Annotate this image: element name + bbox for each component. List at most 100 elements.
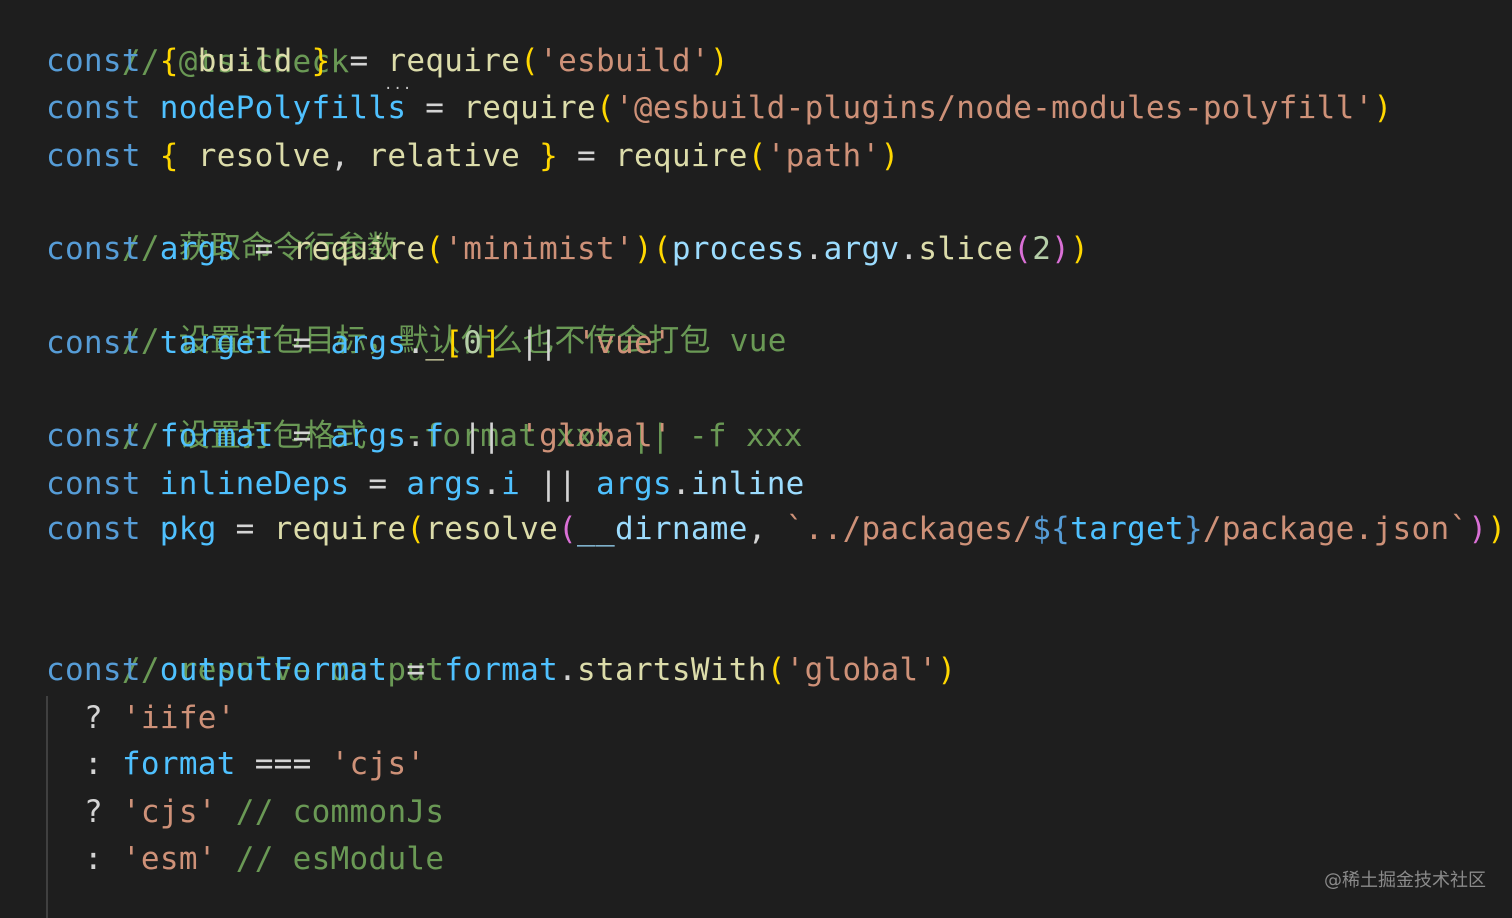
code-line[interactable]: const { build } = require('esbuild') [46,38,729,84]
code-line[interactable]: const nodePolyfills = require('@esbuild-… [46,85,1392,131]
dot: . [406,325,426,361]
paren: ( [406,511,426,547]
number: 0 [463,325,483,361]
identifier: format [121,746,236,782]
dot: . [406,418,426,454]
paren: ) [1051,231,1071,267]
code-line[interactable]: // resolve output [46,601,444,688]
code-line[interactable]: const outputFormat = format.startsWith('… [46,647,956,693]
code-line[interactable]: : 'esm' // esModule [84,836,444,882]
comment: // 获取命令行参数 [121,230,398,266]
identifier: build [197,43,293,79]
code-line[interactable]: const args = require('minimist')(process… [46,226,1089,272]
paren: ) [880,138,900,174]
identifier: f [425,418,445,454]
code-line[interactable]: const format = args.f || 'global' [46,413,672,459]
identifier: _ [425,325,445,361]
code-line[interactable]: const pkg = require(resolve(__dirname, `… [46,506,1506,552]
watermark: @稀土掘金技术社区 [1324,870,1486,891]
identifier: inline [690,466,805,502]
dot: . [804,231,824,267]
string: 'global' [785,652,938,688]
string: 'cjs' [121,794,217,830]
identifier: args [406,466,483,502]
string: 'cjs' [330,746,426,782]
code-line[interactable]: ? 'iife' [84,695,236,741]
comma: , [747,511,767,547]
string: 'path' [766,138,881,174]
keyword: const [46,466,141,502]
operator: || [539,466,578,502]
string: 'esm' [121,841,217,877]
keyword: const [46,325,141,361]
identifier: format [159,418,274,454]
code-line[interactable]: ? 'cjs' // commonJs [84,789,444,835]
keyword: const [46,138,141,174]
paren: ) [937,652,957,688]
paren: ( [558,511,578,547]
number: 2 [1032,231,1052,267]
paren: ( [1013,231,1033,267]
keyword: const [46,43,141,79]
identifier: nodePolyfills [159,90,407,126]
paren: ) [1070,231,1090,267]
operator: = [292,418,312,454]
operator: = [235,511,255,547]
identifier: pkg [159,511,217,547]
identifier: resolve [197,138,331,174]
operator: = [425,90,445,126]
identifier: i [501,466,521,502]
function-call: resolve [425,511,559,547]
code-line[interactable]: // 设置打包目标，默认什么也不传会打包 vue [46,272,787,359]
comment: // resolve output [121,652,445,688]
identifier: inlineDeps [159,466,350,502]
function-call: require [292,231,426,267]
function-call: startsWith [577,652,767,688]
paren: )( [633,231,672,267]
paren: ( [520,43,540,79]
operator: = [292,325,312,361]
operator: = [368,466,388,502]
keyword: const [46,652,141,688]
string: 'minimist' [444,231,634,267]
string: 'iife' [121,700,236,736]
code-line[interactable]: : format === 'cjs' [84,741,425,787]
brace: { [159,138,179,174]
string: 'global' [520,418,672,454]
brace: } [311,43,331,79]
code-line[interactable]: // 获取命令行参数 [46,179,398,266]
code-line[interactable]: const target = args._[0] || 'vue' [46,320,672,366]
operator: : [84,746,103,782]
identifier: args [330,418,407,454]
keyword: const [46,418,141,454]
identifier: args [596,466,672,502]
string: `../packages/ [785,511,1033,547]
string: '@esbuild-plugins/node-modules-polyfill' [614,90,1374,126]
indent-guide [46,696,48,918]
code-line[interactable]: // 设置打包格式 --format xxx || -f xxx [46,367,803,454]
comment: // 设置打包格式 --format xxx || -f xxx [121,418,803,454]
identifier: target [1070,511,1184,547]
code-line[interactable]: // @ts-check [46,0,349,80]
brace: } [539,138,559,174]
code-line[interactable]: const { resolve, relative } = require('p… [46,133,899,179]
operator: = [254,231,274,267]
dot: . [558,652,578,688]
operator: = [577,138,597,174]
code-line[interactable]: const inlineDeps = args.i || args.inline [46,461,805,507]
function-call: require [614,138,748,174]
function-call: require [273,511,407,547]
operator: ? [84,794,103,830]
identifier: format [444,652,559,688]
paren: ( [595,90,615,126]
identifier: args [159,231,236,267]
bracket: ] [482,325,502,361]
string: 'vue' [577,325,672,361]
string: /package.json` [1202,511,1469,547]
comment: // esModule [235,841,445,877]
paren: ( [766,652,786,688]
function-call: require [463,90,596,126]
template-expression: ${ [1032,511,1071,547]
operator: || [463,418,502,454]
